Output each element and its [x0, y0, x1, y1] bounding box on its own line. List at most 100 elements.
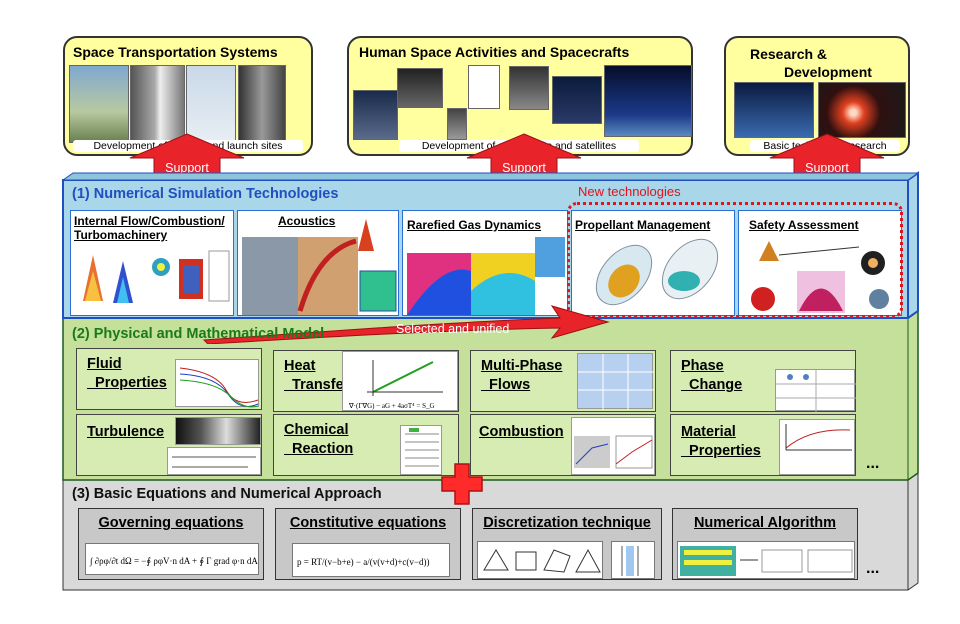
research-engine-photo	[818, 82, 906, 138]
eq-box-label: Numerical Algorithm	[693, 515, 837, 531]
tech-panel-rarefied-gas: Rarefied Gas Dynamics	[402, 210, 568, 316]
layer2-ellipsis: ...	[866, 455, 880, 472]
model-label: Combustion	[479, 424, 564, 440]
support-arrow-human: Support	[465, 132, 583, 182]
model-phase-change: Phase Change	[670, 350, 856, 412]
phase-table-icon	[776, 370, 856, 412]
rocket-launch-photo	[186, 65, 236, 143]
spacecraft-photo	[447, 108, 467, 140]
curve-graph-icon	[179, 367, 259, 408]
model-label: Phase Change	[681, 358, 743, 393]
fluid-properties-graph	[175, 359, 259, 408]
phase-change-table	[775, 369, 856, 412]
module-photo	[397, 68, 443, 108]
tech-panel-label: Acoustics	[278, 214, 336, 228]
model-combustion: Combustion	[470, 414, 656, 476]
satellite-photo-3	[604, 65, 692, 137]
governing-equations-box: Governing equations ∫ ∂ρφ/∂t dΩ = −∮ ρφV…	[78, 508, 290, 580]
human-space-title: Human Space Activities and Spacecrafts	[359, 44, 630, 60]
model-label: Chemical Reaction	[284, 422, 354, 457]
model-turbulence: Turbulence	[76, 414, 262, 476]
combustion-graph	[571, 417, 655, 475]
layer3-title: (3) Basic Equations and Numerical Approa…	[72, 486, 382, 502]
stencil-image	[611, 541, 655, 579]
svg-text:p = RT/(v−b+e) − a/(v(v+d)+c(v: p = RT/(v−b+e) − a/(v(v+d)+c(v−d))	[297, 557, 429, 567]
governing-equation-image: ∫ ∂ρφ/∂t dΩ = −∮ ρφV·n dA + ∮ Γ grad φ·n…	[85, 543, 290, 575]
constitutive-equations-box: Constitutive equations p = RT/(v−b+e) − …	[275, 508, 461, 580]
satellite-photo-2	[552, 76, 602, 124]
eq-box-label: Discretization technique	[483, 515, 651, 531]
safety-explosion-icon	[751, 241, 889, 313]
tech-panel-propellant: Propellant Management	[571, 210, 735, 316]
support-arrow-research: Support	[768, 132, 886, 182]
rocket-nozzle-icon	[83, 250, 230, 303]
capsule-photo	[468, 65, 500, 109]
integral-equation-icon: ∫ ∂ρφ/∂t dΩ = −∮ ρφV·n dA + ∮ Γ grad φ·n…	[89, 556, 290, 567]
numerical-algorithm-box: Numerical Algorithm	[672, 508, 858, 580]
layer1-title: (1) Numerical Simulation Technologies	[72, 186, 339, 202]
material-curve-icon	[785, 424, 852, 451]
tech-panel-acoustics: Acoustics	[237, 210, 399, 316]
layer3-ellipsis: ...	[866, 560, 880, 577]
constitutive-equation-image: p = RT/(v−b+e) − a/(v(v+d)+c(v−d))	[292, 543, 450, 577]
support-label: Support	[502, 161, 546, 175]
combustion-plot-icon	[574, 435, 653, 469]
discretization-technique-box: Discretization technique	[472, 508, 662, 580]
model-label: Fluid Properties	[87, 356, 167, 391]
turbulence-equation	[167, 447, 261, 475]
equation-graph-icon: ∇·(Γ∇G) − aG + 4aσT⁴ = S_G	[348, 360, 443, 410]
flowchart-icon	[680, 546, 853, 576]
space-transportation-box: Space Transportation Systems Development…	[63, 36, 313, 156]
equation-icon	[172, 456, 256, 468]
stencil-icon	[621, 546, 639, 576]
tech-panel-label: Propellant Management	[575, 218, 711, 232]
model-label: Multi-Phase Flows	[481, 358, 563, 393]
plus-icon	[441, 463, 483, 505]
space-transportation-title: Space Transportation Systems	[73, 44, 278, 60]
heat-transfer-equation: ∇·(Γ∇G) − aG + 4aσT⁴ = S_G	[342, 351, 458, 411]
multi-phase-chart	[577, 353, 654, 410]
chemical-reaction-table	[400, 425, 442, 475]
research-title-line2: Development	[784, 64, 872, 80]
tech-panel-label: Safety Assessment	[749, 218, 859, 232]
launch-site-photo	[69, 65, 129, 143]
acoustic-field-icon	[242, 219, 397, 315]
research-satellite-photo	[734, 82, 814, 138]
material-properties-graph	[779, 419, 855, 475]
turbulence-image	[175, 417, 261, 445]
phase-grid-icon	[578, 354, 654, 410]
eq-box-label: Governing equations	[98, 515, 244, 531]
tech-panel-label: Rarefied Gas Dynamics	[407, 218, 542, 232]
layer2-title: (2) Physical and Mathematical Model	[72, 326, 325, 342]
fraction-equation-icon: p = RT/(v−b+e) − a/(v(v+d)+c(v−d))	[297, 557, 429, 567]
model-fluid-properties: Fluid Properties	[76, 348, 262, 410]
tech-panel-internal-flow: Internal Flow/Combustion/ Turbomachinery	[70, 210, 234, 316]
discretization-image	[477, 541, 603, 579]
model-label: Heat Transfer	[284, 358, 350, 393]
mesh-element-icon	[483, 548, 601, 573]
model-material-properties: Material Properties	[670, 414, 856, 476]
support-label: Support	[805, 161, 849, 175]
right-arrow-icon	[202, 305, 610, 344]
model-chemical-reaction: Chemical Reaction	[273, 414, 459, 476]
propellant-tank-icon	[595, 238, 719, 306]
model-multi-phase: Multi-Phase Flows	[470, 350, 656, 412]
selected-unified-arrow: Selected and unified	[200, 304, 612, 344]
svg-text:∇·(Γ∇G) − aG + 4aσT⁴ = S_G: ∇·(Γ∇G) − aG + 4aσT⁴ = S_G	[348, 402, 435, 410]
space-station-photo	[353, 90, 398, 140]
rarefied-flow-icon	[407, 237, 565, 315]
svg-text:∫ ∂ρφ/∂t dΩ = −∮ ρφV·n dA + ∮: ∫ ∂ρφ/∂t dΩ = −∮ ρφV·n dA + ∮ Γ grad φ·n…	[89, 556, 260, 567]
new-technologies-label: New technologies	[578, 184, 681, 199]
eq-box-label: Constitutive equations	[289, 515, 447, 531]
reaction-table-icon	[405, 428, 439, 467]
model-label: Material Properties	[681, 424, 761, 459]
tech-panel-safety: Safety Assessment	[738, 210, 902, 316]
rocket-photo	[130, 65, 185, 143]
tech-panel-label: Internal Flow/Combustion/ Turbomachinery	[74, 214, 225, 242]
model-label: Turbulence	[87, 424, 165, 440]
research-title-line1: Research &	[750, 46, 828, 62]
satellite-photo-1	[509, 66, 549, 110]
support-arrow-transport: Support	[128, 132, 246, 182]
model-heat-transfer: Heat Transfer ∇·(Γ∇G) − aG + 4aσT⁴ = S_G	[273, 350, 459, 412]
support-label: Support	[165, 161, 209, 175]
